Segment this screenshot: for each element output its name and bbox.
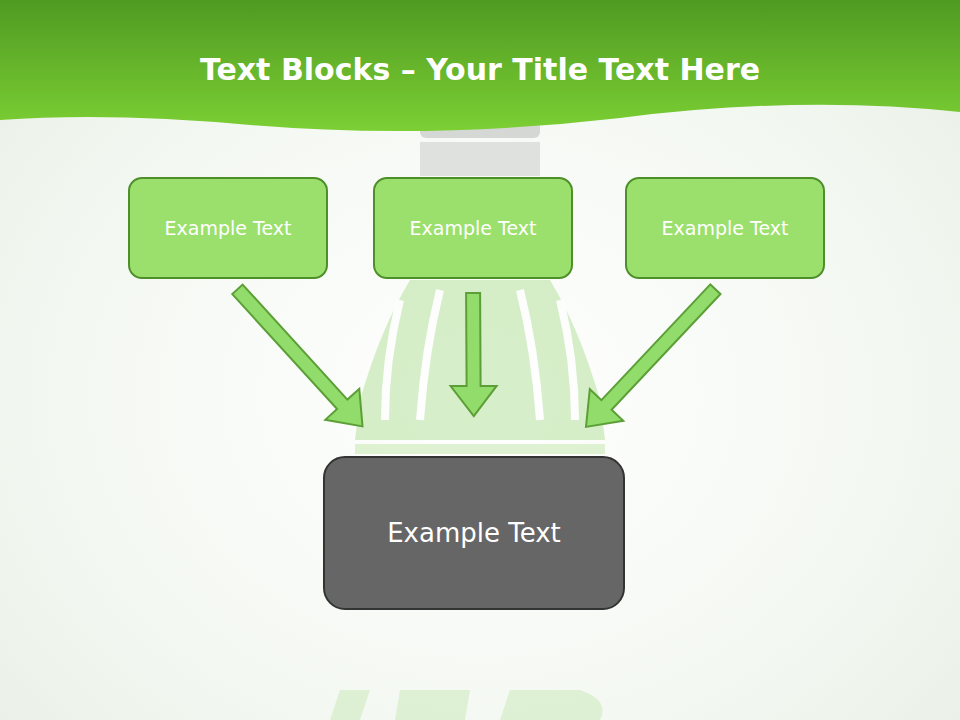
- arrow-shape: [232, 285, 362, 427]
- block-arrow: [451, 293, 497, 416]
- block-arrow: [232, 285, 362, 427]
- arrow-shape: [451, 293, 497, 416]
- input-box: Example Text: [128, 177, 328, 279]
- arrow-shape: [586, 284, 721, 427]
- box-text: Example Text: [165, 217, 292, 239]
- result-box: Example Text: [323, 456, 625, 610]
- slide-title: Text Blocks – Your Title Text Here: [0, 52, 960, 87]
- bulb-watermark: [330, 120, 605, 720]
- box-text: Example Text: [410, 217, 537, 239]
- input-box: Example Text: [373, 177, 573, 279]
- block-arrow: [586, 284, 721, 427]
- box-text: Example Text: [662, 217, 789, 239]
- box-text: Example Text: [387, 518, 561, 548]
- input-box: Example Text: [625, 177, 825, 279]
